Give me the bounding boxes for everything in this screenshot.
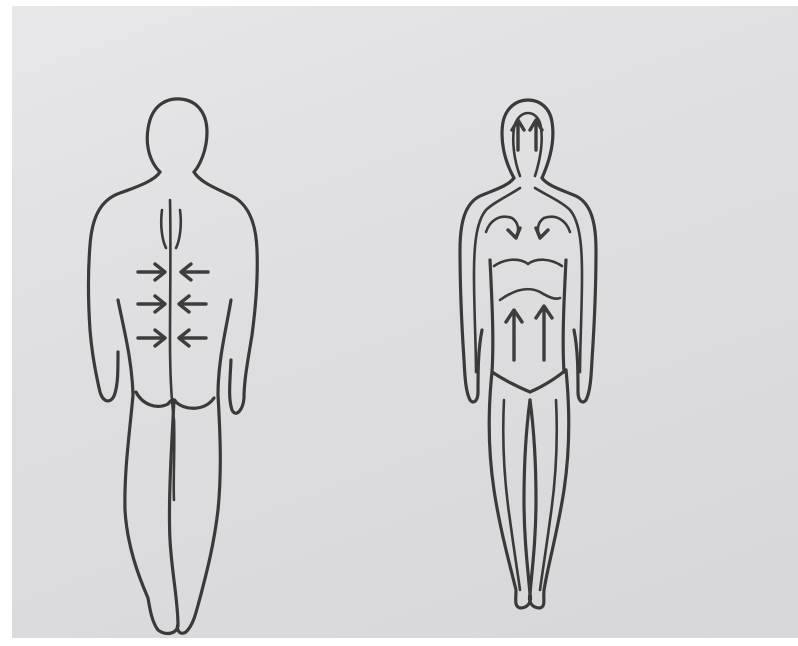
back-arrow-left-3	[138, 330, 165, 346]
front-left-leg-outer	[489, 372, 530, 608]
back-view-figure	[89, 99, 258, 634]
front-head-outline	[502, 100, 553, 178]
front-view-figure	[460, 100, 596, 608]
front-right-curl-head	[536, 228, 548, 238]
front-left-curl-head	[508, 228, 520, 238]
front-left-outer-outline	[460, 178, 514, 402]
front-right-outer-outline	[542, 178, 596, 402]
front-torso-right	[563, 260, 566, 372]
back-arrow-right-2	[179, 296, 206, 312]
back-right-side-outline	[194, 172, 257, 413]
back-right-leg-outline	[177, 300, 231, 633]
back-arrow-right-1	[181, 264, 208, 280]
back-left-side-outline	[89, 172, 161, 401]
front-arrow-up-left	[506, 310, 522, 360]
front-arrow-up-right	[536, 306, 552, 360]
front-hip-line	[492, 370, 566, 392]
front-torso-left	[490, 260, 493, 372]
front-chest-line	[494, 260, 562, 266]
front-right-leg-outer	[529, 370, 568, 608]
back-shoulder-blade-right	[176, 210, 181, 248]
back-arrow-left-1	[138, 264, 165, 280]
front-left-leg-inner	[503, 400, 520, 590]
back-head-outline	[147, 99, 207, 172]
back-arrow-left-2	[138, 296, 165, 312]
back-arrow-right-3	[179, 330, 206, 346]
back-shoulder-blade-left	[161, 210, 166, 248]
front-rib-line	[500, 289, 560, 300]
